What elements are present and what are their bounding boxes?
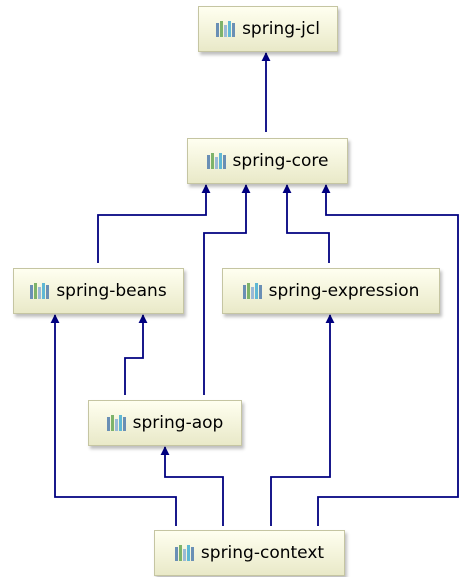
module-icon [106, 415, 127, 431]
node-label: spring-context [200, 543, 325, 563]
edge-aop-to-beans [124, 314, 148, 395]
module-icon [242, 283, 263, 299]
node-label: spring-beans [56, 281, 167, 301]
node-spring-aop[interactable]: spring-aop [88, 400, 242, 446]
module-icon [174, 545, 195, 561]
module-icon [216, 21, 236, 37]
node-spring-expression[interactable]: spring-expression [222, 268, 440, 314]
edge-beans-to-core [97, 184, 211, 263]
edge-context-to-expression [270, 314, 335, 526]
node-spring-jcl[interactable]: spring-jcl [198, 6, 338, 52]
edge-expression-to-core [282, 184, 330, 263]
edge-context-to-core [317, 184, 459, 526]
node-spring-beans[interactable]: spring-beans [13, 268, 184, 314]
edge-context-to-aop [160, 446, 224, 526]
node-label: spring-expression [268, 281, 420, 301]
node-label: spring-jcl [242, 19, 320, 39]
node-label: spring-core [232, 151, 329, 171]
node-spring-core[interactable]: spring-core [187, 138, 348, 184]
node-spring-context[interactable]: spring-context [154, 530, 345, 576]
module-icon [206, 153, 227, 169]
edge-aop-to-core [203, 184, 251, 395]
module-icon [30, 283, 50, 299]
node-label: spring-aop [132, 413, 224, 433]
edge-context-to-beans [50, 314, 177, 526]
